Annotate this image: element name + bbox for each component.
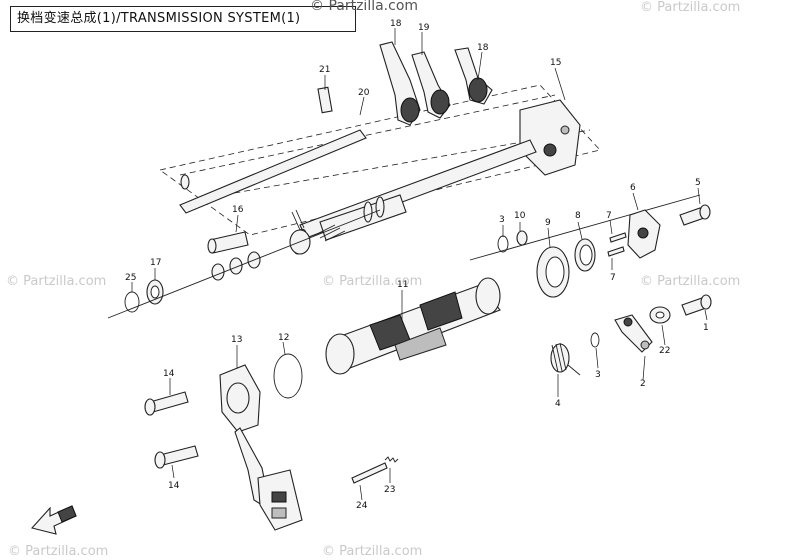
watermark-bottom-left: © Partzilla.com bbox=[8, 544, 109, 559]
drum-ring bbox=[574, 238, 596, 272]
bolt-14-lower bbox=[154, 445, 199, 469]
torsion-spring bbox=[550, 342, 581, 376]
shift-fork-a bbox=[379, 41, 421, 126]
callout-12: 12 bbox=[278, 333, 289, 343]
watermark-center: © Partzilla.com bbox=[322, 274, 423, 289]
cam-pins bbox=[607, 232, 627, 257]
washer-3-top bbox=[497, 235, 509, 253]
callout-4: 4 bbox=[555, 399, 561, 409]
callout-8: 8 bbox=[575, 211, 581, 221]
callout-10: 10 bbox=[514, 211, 526, 221]
spring-23 bbox=[384, 456, 399, 463]
watermark-bottom-center: © Partzilla.com bbox=[322, 544, 423, 559]
watermark-top: © Partzilla.com bbox=[310, 0, 419, 14]
washer-3-mid bbox=[590, 332, 600, 348]
washer-22 bbox=[649, 306, 671, 324]
axis-line-right bbox=[469, 194, 701, 261]
axis-line-left bbox=[107, 209, 381, 319]
callout-18-left: 18 bbox=[390, 19, 402, 29]
front-direction-arrow bbox=[30, 505, 77, 535]
bolt-5 bbox=[679, 204, 711, 226]
star-cam bbox=[627, 209, 661, 259]
callout-9: 9 bbox=[545, 218, 551, 228]
callout-20: 20 bbox=[358, 88, 370, 98]
watermark-left: © Partzilla.com bbox=[6, 274, 107, 289]
page-title: 换档变速总成(1)/TRANSMISSION SYSTEM(1) bbox=[10, 6, 356, 32]
callout-23: 23 bbox=[384, 485, 395, 495]
callout-6: 6 bbox=[630, 183, 636, 193]
watermark-right: © Partzilla.com bbox=[640, 274, 741, 289]
callout-11: 11 bbox=[397, 280, 408, 290]
callout-3-mid: 3 bbox=[595, 370, 601, 380]
callout-17: 17 bbox=[150, 258, 161, 268]
callout-3-top: 3 bbox=[499, 215, 505, 225]
shift-actuator bbox=[257, 469, 303, 531]
shift-shaft-head bbox=[519, 99, 581, 176]
callout-14-lower: 14 bbox=[168, 481, 180, 491]
callout-labels: 1 2 3 3 3 4 5 6 7 7 8 9 10 11 12 13 14 1… bbox=[125, 19, 709, 511]
callout-19: 19 bbox=[418, 23, 430, 33]
small-rings bbox=[211, 251, 261, 281]
shift-drum bbox=[325, 277, 501, 375]
callout-13: 13 bbox=[231, 335, 242, 345]
callout-7-top: 7 bbox=[606, 211, 612, 221]
callout-7-bottom: 7 bbox=[610, 273, 616, 283]
callout-22: 22 bbox=[659, 346, 670, 356]
bolt-1 bbox=[681, 294, 712, 316]
clip-25 bbox=[124, 291, 140, 313]
callout-25: 25 bbox=[125, 273, 136, 283]
callout-1: 1 bbox=[703, 323, 709, 333]
stopper-arm bbox=[614, 314, 653, 353]
shift-fork-b bbox=[411, 51, 451, 119]
callout-16: 16 bbox=[232, 205, 244, 215]
small-bushing-10 bbox=[516, 230, 528, 246]
assembly-15-outline bbox=[159, 84, 601, 236]
callout-14-upper: 14 bbox=[163, 369, 175, 379]
pin-16 bbox=[207, 231, 249, 254]
fork-rail bbox=[179, 86, 367, 214]
callout-21: 21 bbox=[319, 65, 330, 75]
pin-24 bbox=[351, 462, 388, 484]
callout-24: 24 bbox=[356, 501, 368, 511]
washer-17 bbox=[146, 279, 164, 305]
drum-bearing bbox=[536, 246, 570, 298]
leader-lines bbox=[131, 28, 708, 501]
callout-5: 5 bbox=[695, 178, 701, 188]
callout-15: 15 bbox=[550, 58, 561, 68]
callout-2: 2 bbox=[640, 379, 646, 389]
shift-fork-c bbox=[454, 47, 493, 105]
callout-18-right: 18 bbox=[477, 43, 489, 53]
o-ring-12 bbox=[273, 353, 303, 399]
shift-shaft bbox=[299, 139, 537, 242]
watermark-top-right: © Partzilla.com bbox=[640, 0, 741, 15]
bolt-14-upper bbox=[144, 391, 189, 416]
